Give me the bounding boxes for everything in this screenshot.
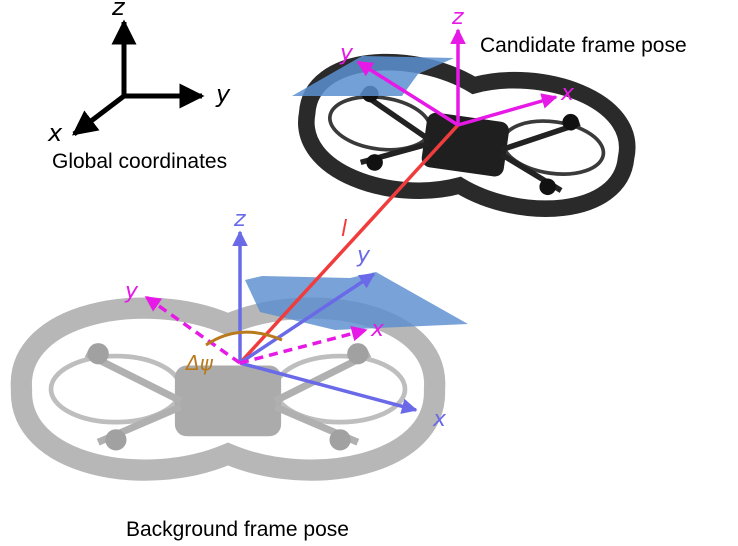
background-y-axis — [239, 272, 376, 365]
background-rotated-y-label: y — [124, 279, 139, 304]
candidate-y-label: y — [339, 41, 354, 66]
global-y-label: y — [215, 80, 231, 108]
candidate-frame: z y x — [339, 5, 575, 127]
background-x-label: x — [432, 407, 447, 432]
background-frame-pose-caption: Background frame pose — [126, 518, 349, 541]
candidate-y-axis — [356, 60, 459, 127]
global-x-axis — [72, 94, 126, 136]
distance-label: l — [341, 217, 347, 242]
candidate-x-axis — [457, 93, 558, 127]
background-rotated-y-axis — [144, 295, 242, 365]
quadcopter-drone-icon — [10, 297, 446, 481]
background-rotated-x-axis — [239, 325, 368, 365]
global-z-label: z — [111, 0, 126, 21]
background-magenta-frame: y x — [124, 279, 385, 365]
candidate-x-label: x — [560, 81, 575, 106]
global-frame: z y x — [47, 0, 231, 147]
background-plane — [245, 272, 468, 330]
background-drone — [10, 297, 446, 481]
yaw-delta-arc — [205, 330, 283, 347]
candidate-frame-pose-caption: Candidate frame pose — [480, 34, 687, 57]
global-x-label: x — [47, 119, 63, 147]
candidate-z-label: z — [451, 5, 464, 30]
background-y-label: y — [356, 243, 371, 268]
background-x-axis — [239, 361, 418, 414]
background-z-label: z — [233, 207, 246, 232]
global-coordinates-caption: Global coordinates — [52, 150, 228, 173]
background-rotated-x-label: x — [370, 317, 385, 342]
background-blue-frame: z y x — [232, 207, 447, 432]
yaw-delta-label: Δψ — [184, 351, 214, 375]
distance-vector — [238, 123, 460, 365]
